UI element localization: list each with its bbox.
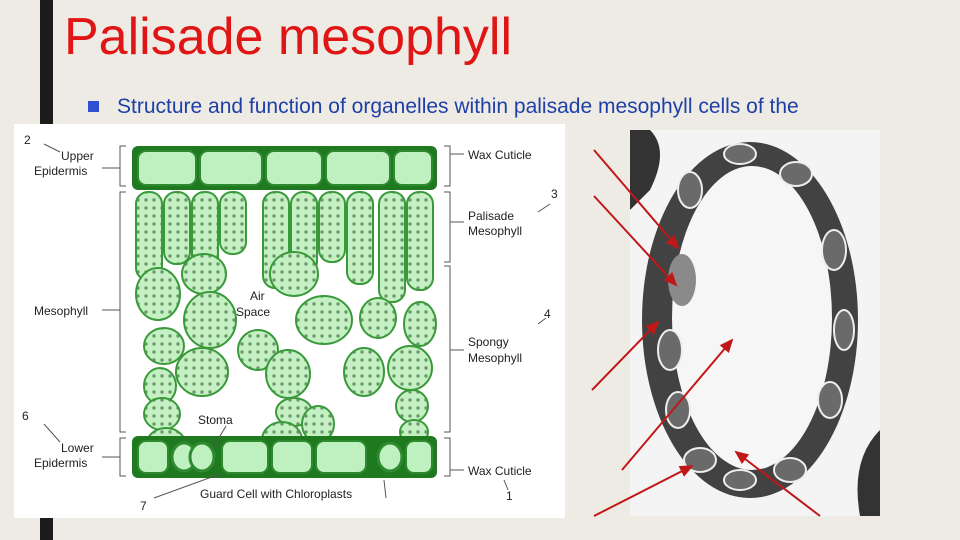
arrow-4	[621, 338, 734, 471]
bullet-icon	[88, 101, 99, 112]
label-air-1: Air	[250, 289, 265, 303]
label-spongy-2: Mesophyll	[468, 351, 522, 365]
arrow-3	[591, 320, 660, 391]
label-palisade-1: Palisade	[468, 209, 514, 223]
label-wax-cuticle-top: Wax Cuticle	[468, 148, 532, 162]
arrow-2	[593, 195, 678, 287]
lower-epidermis-cells	[132, 436, 437, 478]
label-mesophyll: Mesophyll	[34, 304, 88, 318]
label-guard-cell: Guard Cell with Chloroplasts	[200, 487, 352, 501]
label-6: 6	[22, 409, 29, 423]
label-7: 7	[140, 499, 147, 513]
label-wax-cuticle-bottom: Wax Cuticle	[468, 464, 532, 478]
label-palisade-2: Mesophyll	[468, 224, 522, 238]
label-spongy-1: Spongy	[468, 335, 509, 349]
label-stoma: Stoma	[198, 413, 233, 427]
upper-epidermis-cells	[132, 146, 437, 190]
label-1: 1	[506, 489, 513, 503]
arrow-6	[734, 450, 821, 517]
label-4: 4	[544, 307, 551, 321]
leaf-diagram-svg: 2 Upper Epidermis Mesophyll 6 Lower Epid…	[22, 133, 558, 513]
label-upper-2: Epidermis	[34, 164, 87, 178]
label-air-2: Space	[236, 305, 270, 319]
micrograph-svg	[630, 130, 880, 516]
label-2: 2	[24, 133, 31, 147]
left-brackets	[43, 143, 551, 499]
slide-title: Palisade mesophyll	[64, 8, 513, 66]
label-lower-1: Lower	[61, 441, 94, 455]
label-lower-2: Epidermis	[34, 456, 87, 470]
label-3: 3	[551, 187, 558, 201]
leaf-cross-section-diagram: 2 Upper Epidermis Mesophyll 6 Lower Epid…	[14, 124, 565, 518]
arrow-5	[593, 465, 694, 517]
label-upper-1: Upper	[61, 149, 94, 163]
micrograph-image	[630, 130, 880, 516]
slide-subtitle: Structure and function of organelles wit…	[117, 95, 799, 118]
arrow-1	[593, 149, 680, 250]
palisade-cells	[135, 191, 434, 303]
